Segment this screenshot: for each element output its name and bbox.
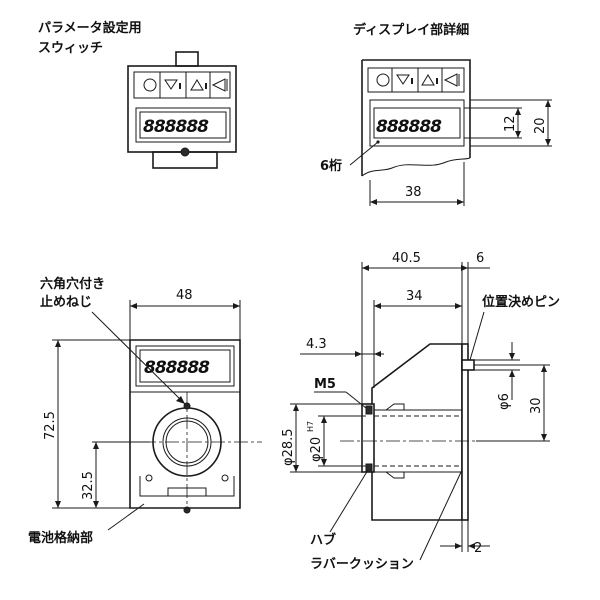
dim-72-5: 72.5 bbox=[43, 411, 58, 440]
label-6-digits: 6桁 bbox=[320, 158, 342, 174]
dim-dia-28-5: φ28.5 bbox=[281, 428, 296, 466]
label-rubber-cushion: ラバークッション bbox=[310, 557, 414, 572]
dim-2: 2 bbox=[474, 541, 482, 556]
label-param-switch-1: パラメータ設定用 bbox=[38, 20, 142, 36]
dim-dia-20: φ20 bbox=[309, 437, 324, 462]
label-battery: 電池格納部 bbox=[28, 530, 93, 546]
dim-30: 30 bbox=[529, 397, 544, 414]
label-locating-pin: 位置決めピン bbox=[482, 294, 560, 310]
triangle-up-icon bbox=[190, 79, 207, 91]
dim-dia-20-tolerance: H7 bbox=[306, 421, 315, 432]
dim-4-3: 4.3 bbox=[306, 337, 327, 352]
dim-32-5: 32.5 bbox=[81, 471, 96, 500]
display-digits-large: 888888 bbox=[144, 358, 210, 378]
dim-dia-6: φ6 bbox=[497, 393, 512, 410]
label-param-switch-2: スウィッチ bbox=[38, 41, 103, 56]
front-view-small: 888888 bbox=[127, 51, 237, 169]
dim-34: 34 bbox=[406, 289, 423, 304]
label-m5: M5 bbox=[314, 377, 336, 392]
triangle-down-icon bbox=[164, 79, 181, 90]
dim-20: 20 bbox=[533, 117, 548, 134]
dim-6-top: 6 bbox=[476, 251, 484, 266]
dim-38: 38 bbox=[405, 185, 422, 200]
front-view-large: 888888 bbox=[96, 339, 262, 514]
dim-48: 48 bbox=[176, 288, 193, 303]
dim-12: 12 bbox=[503, 115, 518, 132]
label-hub: ハブ bbox=[310, 532, 336, 548]
label-display-detail: ディスプレイ部詳細 bbox=[353, 22, 469, 38]
label-hex-hole-2: 止めねじ bbox=[40, 294, 92, 310]
circle-icon bbox=[143, 78, 157, 92]
dim-40-5: 40.5 bbox=[392, 251, 421, 266]
display-detail-view: 888888 bbox=[349, 59, 471, 177]
side-view bbox=[340, 343, 476, 521]
display-digits-small: 888888 bbox=[143, 117, 209, 137]
display-digits-detail: 888888 bbox=[376, 117, 442, 137]
triangle-left-icon bbox=[211, 78, 228, 92]
label-hex-hole-1: 六角穴付き bbox=[40, 276, 105, 292]
